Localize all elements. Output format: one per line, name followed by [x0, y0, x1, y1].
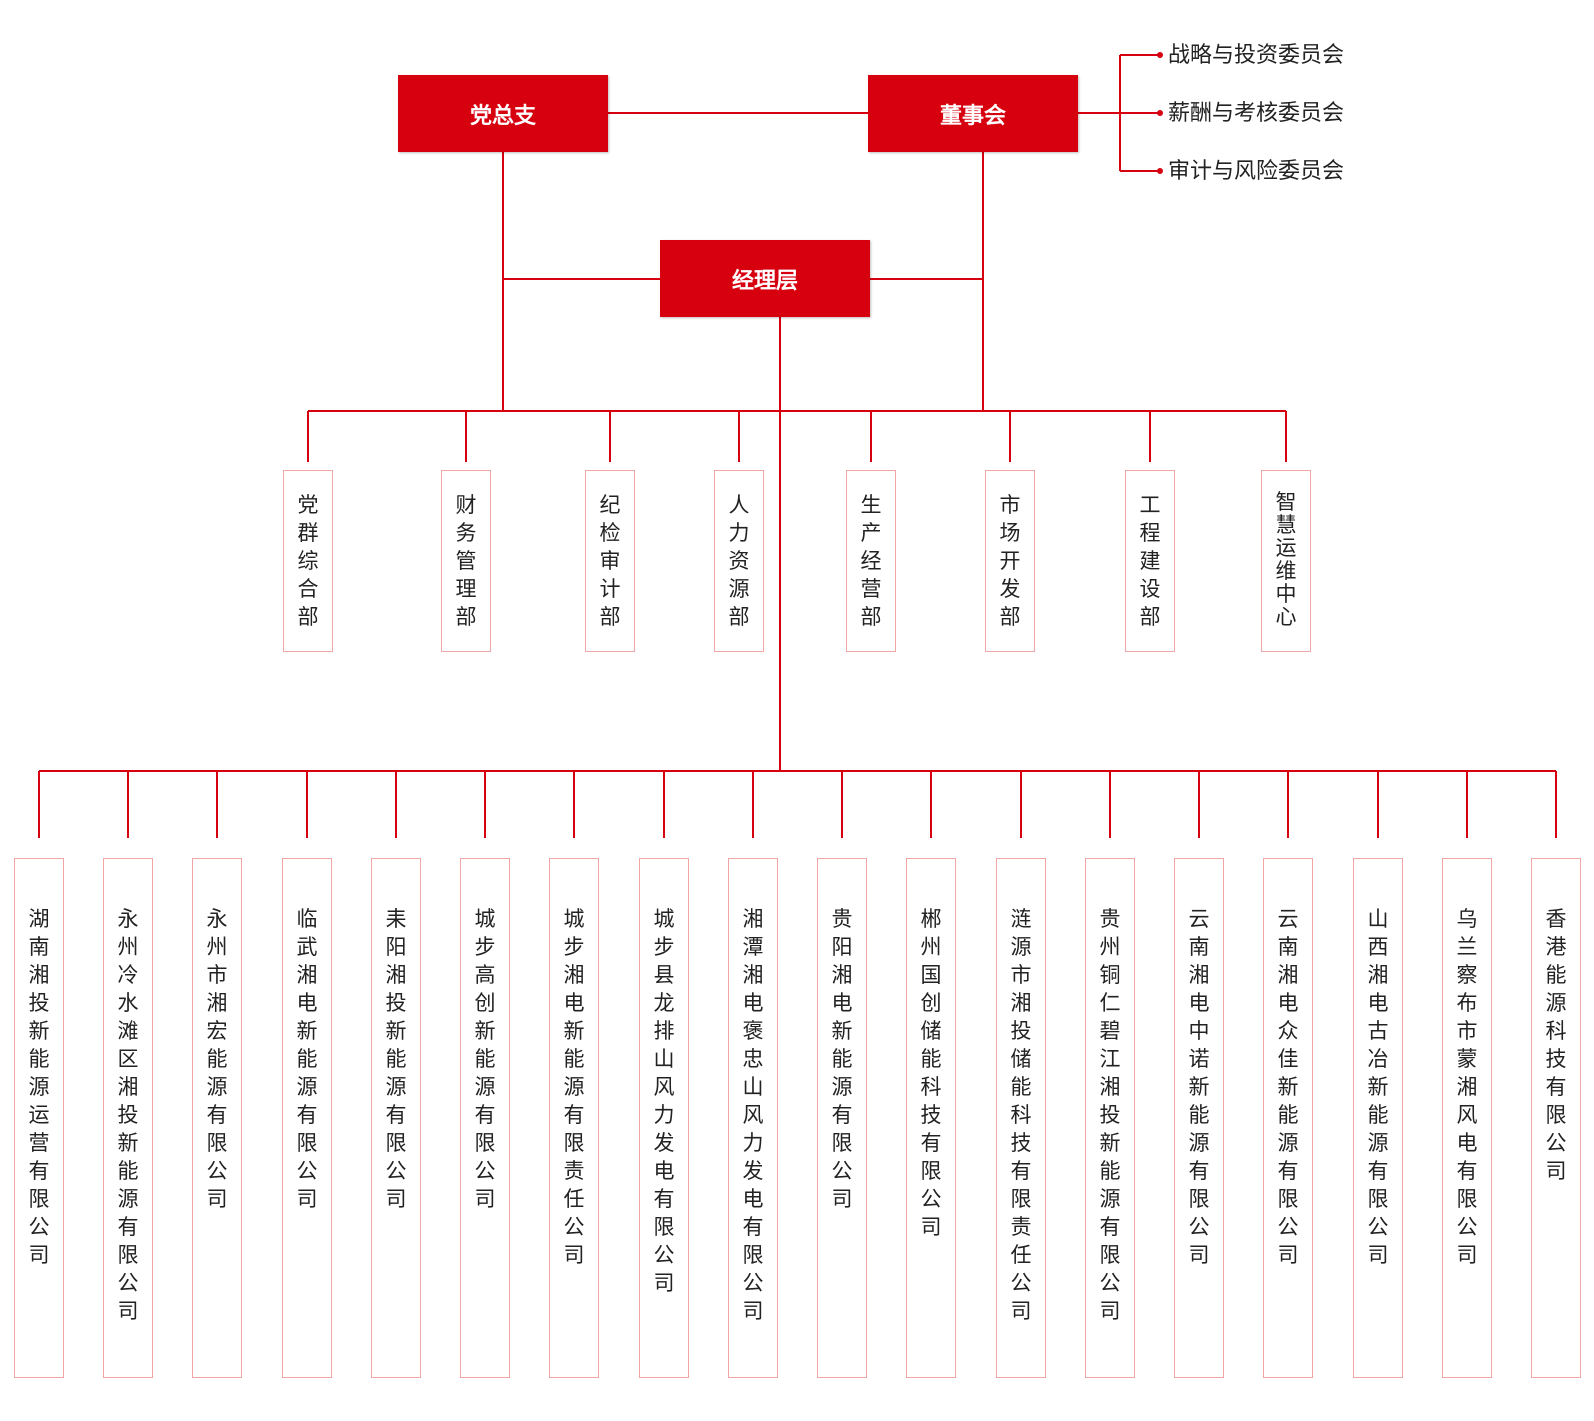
- department-box: 人力资源部: [714, 470, 764, 652]
- subsidiary-box: 贵阳湘电新能源有限公司: [817, 858, 867, 1378]
- subsidiary-box: 湘潭湘电褒忠山风力发电有限公司: [728, 858, 778, 1378]
- subsidiary-box: 山西湘电古冶新能源有限公司: [1353, 858, 1403, 1378]
- subsidiary-label: 湘潭湘电褒忠山风力发电有限公司: [742, 907, 764, 1323]
- committee-strategy: 战略与投资委员会: [1168, 43, 1345, 68]
- department-label: 工程建设部: [1139, 493, 1161, 629]
- department-label: 财务管理部: [455, 493, 477, 629]
- department-label: 纪检审计部: [599, 493, 621, 629]
- subsidiary-box: 永州冷水滩区湘投新能源有限公司: [103, 858, 153, 1378]
- department-box: 纪检审计部: [585, 470, 635, 652]
- party-branch-label: 党总支: [469, 103, 536, 129]
- subsidiary-label: 郴州国创储能科技有限公司: [920, 907, 942, 1239]
- subsidiary-label: 贵阳湘电新能源有限公司: [831, 907, 853, 1211]
- subsidiary-label: 湖南湘投新能源运营有限公司: [28, 907, 50, 1267]
- subsidiary-box: 城步县龙排山风力发电有限公司: [639, 858, 689, 1378]
- subsidiary-label: 耒阳湘投新能源有限公司: [385, 907, 407, 1211]
- subsidiary-box: 香港能源科技有限公司: [1531, 858, 1581, 1378]
- board-label: 董事会: [939, 103, 1006, 129]
- party-branch-box: 党总支: [398, 75, 608, 152]
- department-box: 智慧运维中心: [1261, 470, 1311, 652]
- subsidiary-box: 临武湘电新能源有限公司: [282, 858, 332, 1378]
- department-label: 智慧运维中心: [1275, 490, 1297, 629]
- committee-arrow-dot: [1157, 52, 1163, 58]
- subsidiary-label: 永州市湘宏能源有限公司: [206, 907, 228, 1211]
- subsidiary-label: 永州冷水滩区湘投新能源有限公司: [117, 907, 139, 1323]
- subsidiary-label: 临武湘电新能源有限公司: [296, 907, 318, 1211]
- management-box: 经理层: [660, 240, 870, 317]
- subsidiary-label: 城步县龙排山风力发电有限公司: [653, 907, 675, 1295]
- subsidiary-label: 香港能源科技有限公司: [1545, 907, 1567, 1183]
- committee-arrow-dot: [1157, 110, 1163, 116]
- subsidiary-box: 耒阳湘投新能源有限公司: [371, 858, 421, 1378]
- subsidiary-label: 涟源市湘投储能科技有限责任公司: [1010, 907, 1032, 1323]
- department-label: 人力资源部: [728, 493, 750, 629]
- subsidiary-box: 永州市湘宏能源有限公司: [192, 858, 242, 1378]
- committee-arrow-dot: [1157, 168, 1163, 174]
- department-label: 党群综合部: [297, 493, 319, 629]
- subsidiary-box: 城步高创新能源有限公司: [460, 858, 510, 1378]
- subsidiary-box: 云南湘电中诺新能源有限公司: [1174, 858, 1224, 1378]
- board-box: 董事会: [868, 75, 1078, 152]
- committee-compensation: 薪酬与考核委员会: [1168, 101, 1345, 126]
- subsidiary-label: 云南湘电众佳新能源有限公司: [1277, 907, 1299, 1267]
- department-box: 工程建设部: [1125, 470, 1175, 652]
- subsidiary-box: 乌兰察布市蒙湘风电有限公司: [1442, 858, 1492, 1378]
- subsidiary-box: 城步湘电新能源有限责任公司: [549, 858, 599, 1378]
- subsidiary-label: 城步高创新能源有限公司: [474, 907, 496, 1211]
- subsidiary-label: 乌兰察布市蒙湘风电有限公司: [1456, 907, 1478, 1267]
- department-box: 市场开发部: [985, 470, 1035, 652]
- subsidiary-box: 贵州铜仁碧江湘投新能源有限公司: [1085, 858, 1135, 1378]
- department-box: 党群综合部: [283, 470, 333, 652]
- department-label: 市场开发部: [999, 493, 1021, 629]
- department-box: 财务管理部: [441, 470, 491, 652]
- subsidiary-label: 城步湘电新能源有限责任公司: [563, 907, 585, 1267]
- subsidiary-label: 云南湘电中诺新能源有限公司: [1188, 907, 1210, 1267]
- subsidiary-box: 涟源市湘投储能科技有限责任公司: [996, 858, 1046, 1378]
- management-label: 经理层: [731, 268, 798, 294]
- department-label: 生产经营部: [860, 493, 882, 629]
- subsidiary-box: 湖南湘投新能源运营有限公司: [14, 858, 64, 1378]
- committee-audit: 审计与风险委员会: [1168, 159, 1345, 184]
- subsidiary-label: 山西湘电古冶新能源有限公司: [1367, 907, 1389, 1267]
- department-box: 生产经营部: [846, 470, 896, 652]
- subsidiary-box: 云南湘电众佳新能源有限公司: [1263, 858, 1313, 1378]
- subsidiary-label: 贵州铜仁碧江湘投新能源有限公司: [1099, 907, 1121, 1323]
- subsidiary-box: 郴州国创储能科技有限公司: [906, 858, 956, 1378]
